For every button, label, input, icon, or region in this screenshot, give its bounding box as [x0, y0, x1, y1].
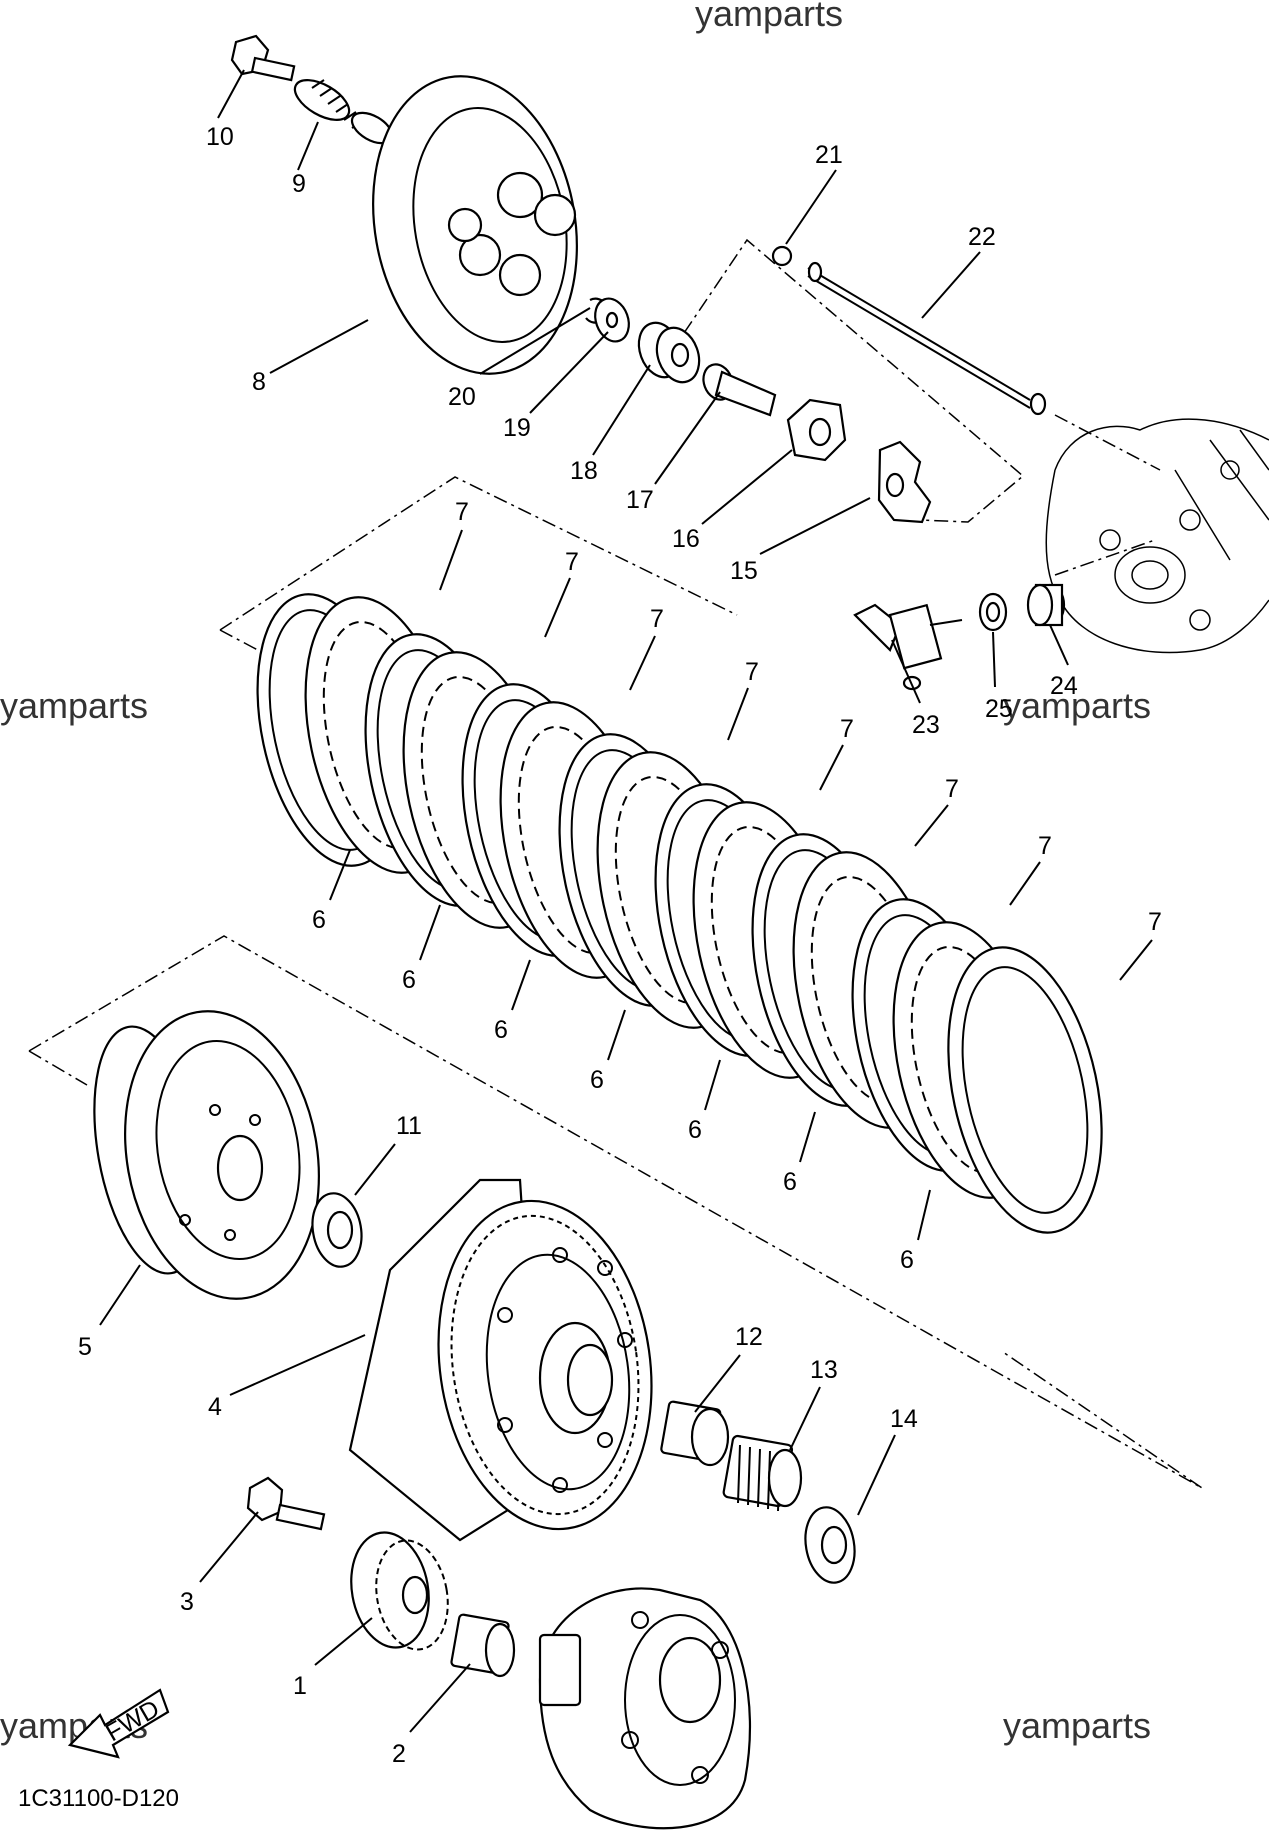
crankcase-section [1045, 418, 1269, 654]
callout-14: 14 [890, 1405, 918, 1433]
callout-6c: 6 [494, 1016, 508, 1044]
bolt-part-10 [230, 34, 296, 82]
callout-7g: 7 [1038, 832, 1052, 860]
callout-25: 25 [985, 695, 1013, 723]
primary-drive-gear-part-1 [350, 1531, 449, 1651]
thrust-washer-part-11 [311, 1192, 363, 1268]
ball-part-21 [771, 245, 793, 267]
callout-6f: 6 [783, 1168, 797, 1196]
callout-7d: 7 [745, 658, 759, 686]
spring-part-9 [293, 79, 394, 145]
diagram-code: 1C31100-D120 [18, 1785, 179, 1812]
callout-6b: 6 [402, 966, 416, 994]
callout-23: 23 [912, 711, 940, 739]
callout-7b: 7 [565, 548, 579, 576]
callout-7c: 7 [650, 605, 664, 633]
callout-15: 15 [730, 557, 758, 585]
callout-24: 24 [1050, 672, 1078, 700]
callout-7e: 7 [840, 715, 854, 743]
callout-6a: 6 [312, 906, 326, 934]
group-outline-plates-top [219, 476, 738, 631]
callout-6d: 6 [590, 1066, 604, 1094]
pushrod-axis [1054, 414, 1161, 471]
callout-7f: 7 [945, 775, 959, 803]
leader-lines [99, 69, 1153, 1733]
callout-16: 16 [672, 525, 700, 553]
callout-9: 9 [292, 170, 306, 198]
lock-washer-part-15 [877, 440, 932, 524]
watermark-top: yamparts [695, 0, 843, 34]
push-rod-part-17 [702, 363, 777, 417]
callout-6e: 6 [688, 1116, 702, 1144]
needle-bearing-part-13 [722, 1434, 803, 1512]
callout-7a: 7 [455, 498, 469, 526]
callout-8: 8 [252, 368, 266, 396]
pressure-plate-part-8 [372, 75, 578, 375]
callout-4: 4 [208, 1393, 222, 1421]
callout-22: 22 [968, 223, 996, 251]
group-outline-hub-left [28, 1050, 88, 1086]
bearing-part-18 [637, 321, 701, 384]
watermark-left: yamparts [0, 685, 148, 726]
crankshaft-section [538, 1587, 752, 1830]
washer-part-14 [804, 1506, 856, 1584]
watermark-bottom-right: yamparts [1003, 1705, 1151, 1746]
oil-seal-part-25 [978, 592, 1008, 632]
callout-19: 19 [503, 414, 531, 442]
callout-12: 12 [735, 1323, 763, 1351]
clutch-boss-part-5 [93, 1010, 320, 1300]
nut-part-16 [786, 398, 847, 462]
callout-3: 3 [180, 1588, 194, 1616]
callout-17: 17 [626, 486, 654, 514]
group-outline-shaft [683, 238, 1025, 523]
callout-13: 13 [810, 1356, 838, 1384]
callout-5: 5 [78, 1333, 92, 1361]
washer-part-19 [594, 297, 630, 343]
callout-6g: 6 [900, 1246, 914, 1274]
callout-21: 21 [815, 141, 843, 169]
cover-axis [1054, 539, 1156, 576]
collar-part-2 [450, 1613, 516, 1678]
push-lever-part-23 [853, 603, 963, 691]
clutch-plate-stack [256, 593, 1103, 1234]
collar-part-24 [1026, 583, 1066, 627]
callout-10: 10 [206, 123, 234, 151]
push-rod-part-22 [807, 261, 1047, 416]
clutch-housing-part-4 [348, 1178, 653, 1542]
group-outline-hub [28, 935, 1203, 1489]
callout-1: 1 [293, 1672, 307, 1700]
friction-plate-8 [947, 946, 1103, 1234]
callout-2: 2 [392, 1740, 406, 1768]
callout-20: 20 [448, 383, 476, 411]
watermark-right: yamparts [1003, 685, 1151, 726]
callout-11: 11 [396, 1112, 422, 1140]
spacer-part-12 [660, 1400, 730, 1467]
callout-18: 18 [570, 457, 598, 485]
callout-7h: 7 [1148, 908, 1162, 936]
bolt-part-3 [246, 1476, 326, 1531]
